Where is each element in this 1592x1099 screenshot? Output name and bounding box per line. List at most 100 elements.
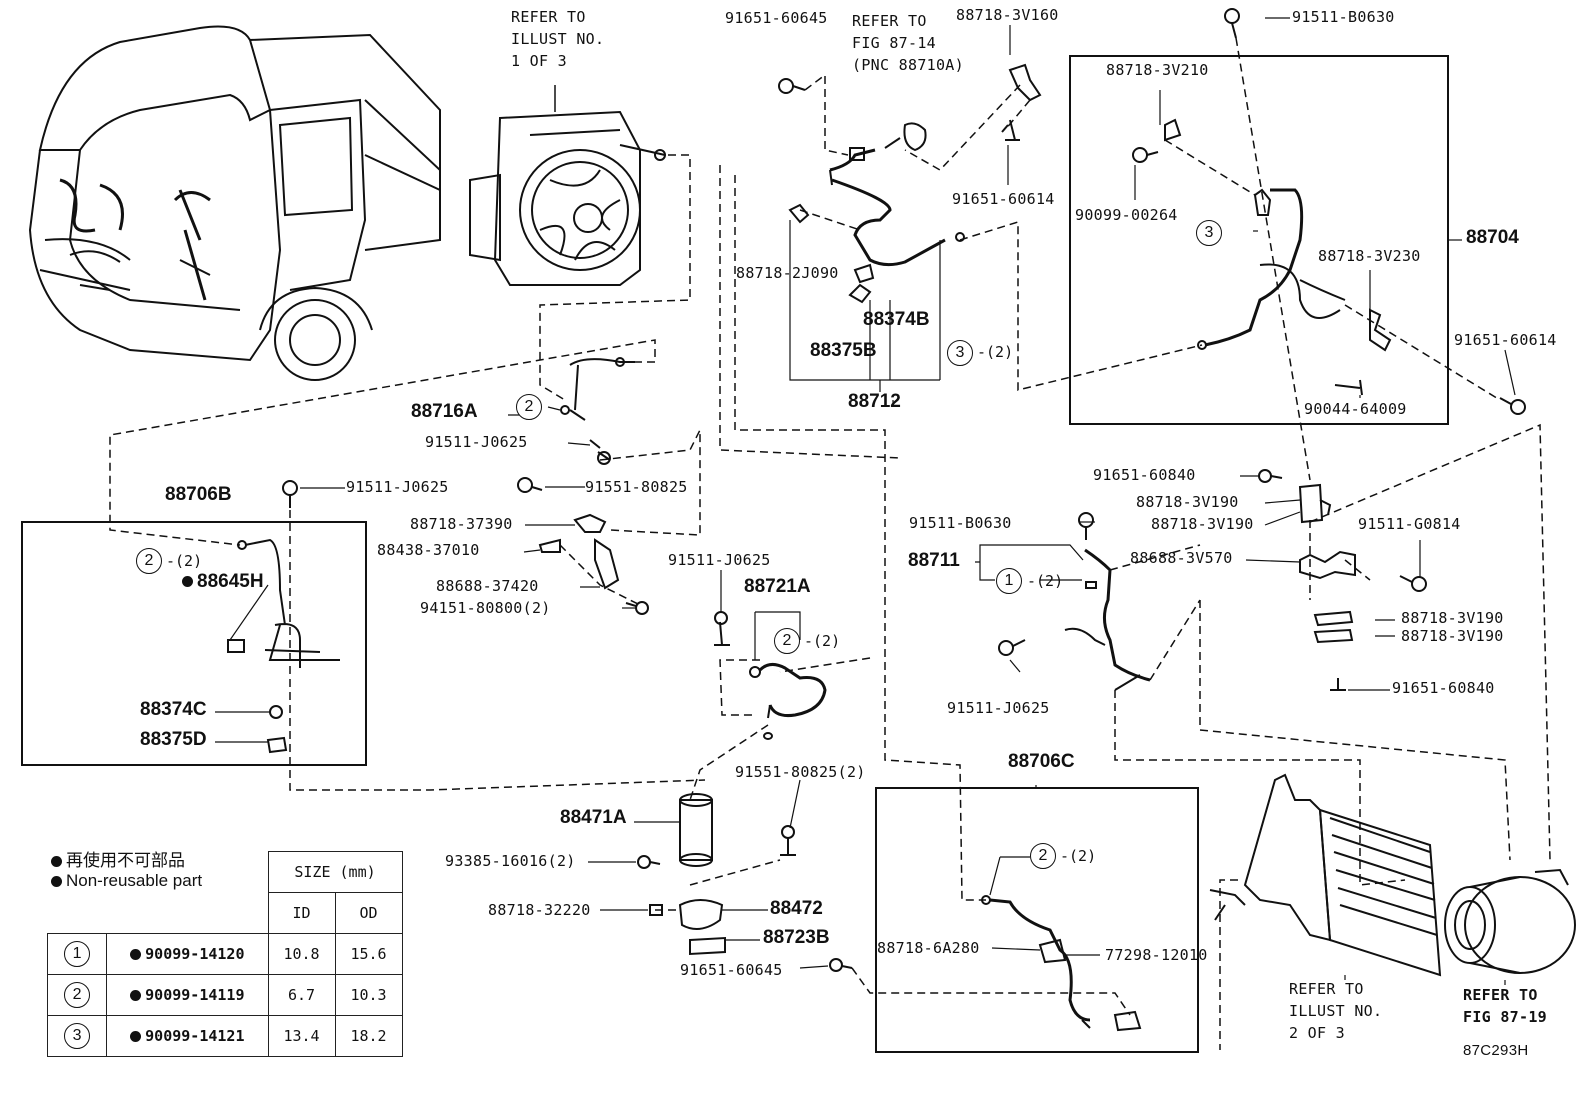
part-88471A: 88471A [560,807,627,828]
part-88718-3V230: 88718-3V230 [1318,247,1421,265]
part-88718-3V190-a: 88718-3V190 [1136,493,1239,511]
legend-japanese: 再使用不可部品 [51,846,185,871]
row-od: 10.3 [334,974,403,1016]
row-part: 90099-14120 [145,945,245,963]
row-part: 90099-14119 [145,986,245,1004]
gasket-marker-3-88704: 3 [1196,220,1222,246]
gasket-qty-88706B: -(2) [166,552,203,570]
part-88718-6A280: 88718-6A280 [877,939,980,957]
gasket-qty-88721A: -(2) [804,632,841,650]
legend-en-text: Non-reusable part [66,871,203,890]
part-88645H-text: 88645H [197,571,264,592]
row-id: 6.7 [267,974,336,1016]
compressor-illustration [1444,868,1576,974]
part-91511-J0625-b: 91511-J0625 [346,478,449,496]
illustration-code: 87C293H [1463,1042,1529,1059]
part-88711: 88711 [908,550,960,571]
non-reusable-dot [130,990,142,1001]
gasket-marker-1-88711: 1 [996,568,1022,594]
part-88374B: 88374B [863,309,930,330]
non-reusable-dot [130,1031,142,1042]
col-id: ID [267,892,336,934]
part-91511-B0630-top: 91511-B0630 [1292,8,1395,26]
part-88438-37010: 88438-37010 [377,541,480,559]
box-88706B [21,521,367,766]
table-blank [48,852,269,893]
part-91551-80825-2: 91551-80825(2) [735,763,866,781]
part-88723B: 88723B [763,927,830,948]
part-88374C: 88374C [140,699,207,720]
non-reusable-dot [130,949,142,960]
part-88645H: 88645H [182,571,264,592]
gasket-marker-2-88706C: 2 [1030,843,1056,869]
size-header: SIZE (mm) [267,851,403,893]
part-88718-3V210: 88718-3V210 [1106,61,1209,79]
row-id: 13.4 [267,1015,336,1057]
part-91511-J0625-c: 91511-J0625 [668,551,771,569]
part-91651-60614-b: 91651-60614 [1454,331,1557,349]
non-reusable-dot [182,576,193,588]
col-od: OD [334,892,403,934]
legend-jp-text: 再使用不可部品 [66,851,185,870]
row-od: 15.6 [334,933,403,975]
refer-fig-87-19: REFER TO FIG 87-19 [1463,986,1547,1026]
part-88718-37390: 88718-37390 [410,515,513,533]
table-blank-2 [47,892,269,934]
row-number: 1 [64,941,91,967]
table-row: 2 90099-14119 6.7 10.3 [46,974,403,1016]
box-88706C [875,787,1199,1053]
condenser-illustration [1209,773,1442,977]
part-91511-J0625-d: 91511-J0625 [947,699,1050,717]
fan-unit-illustration [469,110,666,286]
part-88718-3V190-b: 88718-3V190 [1151,515,1254,533]
part-88718-3V160: 88718-3V160 [956,6,1059,24]
part-88704: 88704 [1466,227,1519,248]
part-94151-80800: 94151-80800(2) [420,599,551,617]
part-88718-3V190-c: 88718-3V190 [1401,609,1504,627]
part-91651-60645-b: 91651-60645 [680,961,783,979]
part-77298-12010: 77298-12010 [1105,946,1208,964]
gasket-qty-88712: -(2) [977,343,1014,361]
row-od: 18.2 [334,1015,403,1057]
gasket-size-table: SIZE (mm) ID OD 1 90099-14120 10.8 15.6 … [46,851,403,1057]
table-row: 1 90099-14120 10.8 15.6 [46,933,403,975]
part-91651-60645-top: 91651-60645 [725,9,828,27]
part-88718-3V190-d: 88718-3V190 [1401,627,1504,645]
part-91511-G0814: 91511-G0814 [1358,515,1461,533]
part-90044-64009: 90044-64009 [1304,400,1407,418]
gasket-marker-3-88712: 3 [947,340,973,366]
gasket-qty-88711: -(2) [1027,572,1064,590]
part-88716A: 88716A [411,401,478,422]
part-88706B: 88706B [165,484,232,505]
part-90099-00264: 90099-00264 [1075,206,1178,224]
part-88375D: 88375D [140,729,207,750]
part-88375B: 88375B [810,340,877,361]
row-number: 2 [64,982,91,1008]
box-88704 [1069,55,1449,425]
legend-dot [51,856,62,868]
refer-fig-87-14: REFER TO FIG 87-14 (PNC 88710A) [852,12,964,74]
legend-dot [51,876,62,888]
part-93385-16016: 93385-16016(2) [445,852,576,870]
part-88688-3V570: 88688-3V570 [1130,549,1233,567]
part-91651-60614-a: 91651-60614 [952,190,1055,208]
part-88472: 88472 [770,898,823,919]
part-88718-32220: 88718-32220 [488,901,591,919]
truck-illustration [28,25,441,381]
row-number: 3 [64,1023,91,1049]
refer-illust-2: REFER TO ILLUST NO. 2 OF 3 [1289,980,1383,1042]
table-row: 3 90099-14121 13.4 18.2 [46,1015,403,1057]
legend-english: Non-reusable part [51,871,202,891]
refer-illust-1: REFER TO ILLUST NO. 1 OF 3 [511,8,605,70]
gasket-marker-2-88721A: 2 [774,628,800,654]
part-88718-2J090: 88718-2J090 [736,264,839,282]
part-88688-37420: 88688-37420 [436,577,539,595]
part-91651-60840-a: 91651-60840 [1093,466,1196,484]
part-91511-J0625-a: 91511-J0625 [425,433,528,451]
gasket-marker-2-88716A: 2 [516,394,542,420]
part-91651-60840-b: 91651-60840 [1392,679,1495,697]
part-91511-B0630-b: 91511-B0630 [909,514,1012,532]
part-88721A: 88721A [744,576,811,597]
